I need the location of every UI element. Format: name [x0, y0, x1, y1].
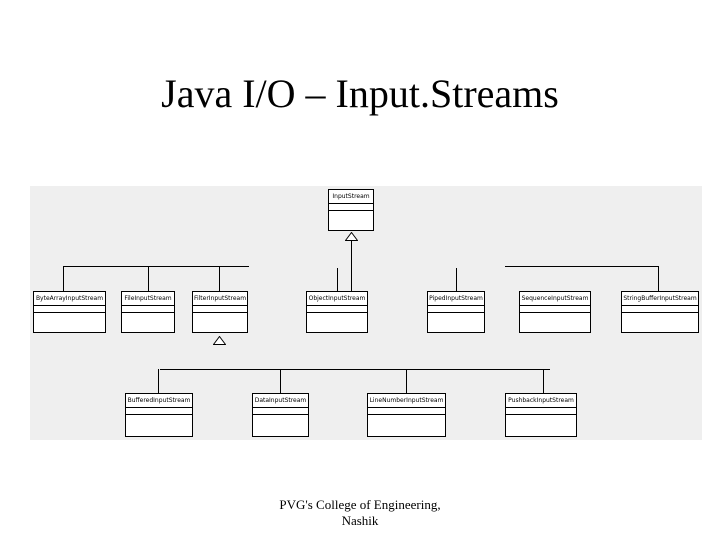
class-box-pushbackinputstream: PushbackInputStream: [505, 393, 577, 437]
drop-object: [337, 268, 338, 293]
class-name: DataInputStream: [253, 394, 308, 408]
class-name: BufferedInputStream: [126, 394, 192, 408]
class-box-filterinputstream: FilterInputStream: [192, 291, 248, 333]
class-name: LineNumberInputStream: [368, 394, 445, 408]
drop-linenumber: [406, 369, 407, 394]
class-hierarchy-diagram: InputStream ByteArrayInputStream FileInp…: [30, 186, 702, 440]
class-name: PipedInputStream: [428, 292, 484, 306]
inheritance-triangle-filter: [213, 336, 226, 345]
class-name: ObjectInputStream: [307, 292, 367, 306]
class-box-datainputstream: DataInputStream: [252, 393, 309, 437]
class-name: PushbackInputStream: [506, 394, 576, 408]
class-box-linenumberinputstream: LineNumberInputStream: [367, 393, 446, 437]
level1-bar-left: [63, 266, 249, 267]
class-box-fileinputstream: FileInputStream: [121, 291, 175, 333]
class-box-objectinputstream: ObjectInputStream: [306, 291, 368, 333]
footer-city: Nashik: [341, 513, 379, 528]
class-box-stringbufferinputstream: StringBufferInputStream: [621, 291, 699, 333]
drop-data: [280, 369, 281, 394]
class-box-bufferedinputstream: BufferedInputStream: [125, 393, 193, 437]
class-box-inputstream: InputStream: [328, 189, 374, 231]
drop-filter: [219, 266, 220, 293]
drop-pushback: [543, 369, 544, 394]
drop-buffered: [158, 369, 159, 394]
drop-file: [148, 266, 149, 293]
class-attributes: [329, 204, 373, 211]
class-box-pipedinputstream: PipedInputStream: [427, 291, 485, 333]
class-box-sequenceinputstream: SequenceInputStream: [519, 291, 591, 333]
drop-bytearray: [63, 266, 64, 293]
slide-title: Java I/O – Input.Streams: [161, 71, 559, 116]
drop-piped: [456, 268, 457, 293]
slide-footer: PVG's College of Engineering, Nashik: [0, 497, 720, 529]
level1-bar-right: [505, 266, 658, 267]
inheritance-triangle-root: [345, 232, 358, 241]
class-box-bytearrayinputstream: ByteArrayInputStream: [33, 291, 106, 333]
class-name: FileInputStream: [122, 292, 174, 306]
class-name: FilterInputStream: [193, 292, 247, 306]
class-name: SequenceInputStream: [520, 292, 590, 306]
class-name: ByteArrayInputStream: [34, 292, 105, 306]
drop-stringbuffer: [658, 266, 659, 293]
level2-bar: [160, 369, 550, 370]
root-stem-line: [351, 240, 352, 292]
class-name: InputStream: [329, 190, 373, 204]
footer-institution: PVG's College of Engineering,: [279, 497, 441, 512]
class-name: StringBufferInputStream: [622, 292, 698, 306]
